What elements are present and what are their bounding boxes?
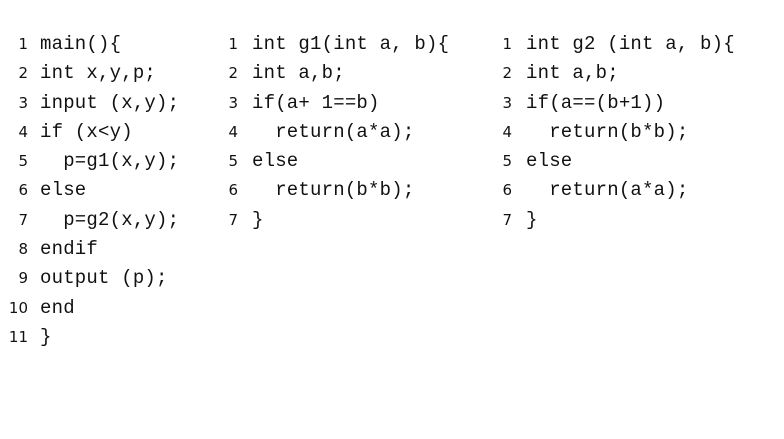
g1-function-listing: 1 int g1(int a, b){ 2 int a,b; 3 if(a+ 1==b… bbox=[228, 30, 449, 235]
code-text: output (p); bbox=[40, 267, 168, 290]
line-number: 11 bbox=[8, 327, 28, 346]
line-number: 6 bbox=[502, 181, 512, 200]
code-text: else bbox=[40, 179, 87, 202]
code-line: 4 return(a*a); bbox=[228, 118, 449, 147]
code-text: p=g1(x,y); bbox=[40, 150, 180, 173]
code-line: 7 p=g2(x,y); bbox=[6, 206, 179, 235]
code-line: 8 endif bbox=[6, 235, 179, 264]
code-line: 6 return(b*b); bbox=[228, 176, 449, 205]
line-number: 4 bbox=[228, 122, 238, 141]
code-text: input (x,y); bbox=[40, 91, 180, 114]
line-number: 7 bbox=[18, 210, 28, 229]
line-number: 2 bbox=[18, 64, 28, 83]
line-number: 3 bbox=[18, 93, 28, 112]
line-number: 9 bbox=[18, 269, 28, 288]
code-line: 5 else bbox=[228, 147, 449, 176]
code-text: int a,b; bbox=[252, 62, 345, 85]
code-text: int g2 (int a, b){ bbox=[526, 33, 735, 55]
code-text: return(a*a); bbox=[526, 179, 689, 202]
code-text: return(b*b); bbox=[252, 179, 415, 202]
code-text: } bbox=[526, 208, 538, 231]
code-line: 1 main(){ bbox=[6, 30, 179, 59]
line-number: 1 bbox=[18, 35, 28, 53]
line-number: 7 bbox=[502, 210, 512, 229]
line-number: 3 bbox=[502, 93, 512, 112]
code-line: 7} bbox=[228, 206, 449, 235]
code-text: else bbox=[252, 150, 299, 173]
main-program-listing: 1 main(){ 2 int x,y,p; 3 input (x,y); 4 if (… bbox=[6, 30, 179, 352]
code-line: 1 int g2 (int a, b){ bbox=[502, 30, 735, 59]
line-number: 5 bbox=[228, 152, 238, 171]
code-text: int g1(int a, b){ bbox=[252, 33, 450, 55]
code-text: } bbox=[252, 208, 264, 231]
line-number: 4 bbox=[502, 122, 512, 141]
code-line: 3 if(a==(b+1)) bbox=[502, 89, 735, 118]
code-line: 11} bbox=[6, 323, 179, 352]
line-number: 6 bbox=[18, 181, 28, 200]
line-number: 6 bbox=[228, 181, 238, 200]
line-number: 3 bbox=[228, 93, 238, 112]
code-line: 6 else bbox=[6, 176, 179, 205]
code-text: p=g2(x,y); bbox=[40, 208, 180, 231]
line-number: 2 bbox=[228, 64, 238, 83]
line-number: 5 bbox=[502, 152, 512, 171]
code-line: 2 int a,b; bbox=[502, 59, 735, 88]
code-text: if (x<y) bbox=[40, 120, 133, 143]
code-text: int a,b; bbox=[526, 62, 619, 85]
code-line: 5 else bbox=[502, 147, 735, 176]
code-text: return(a*a); bbox=[252, 120, 415, 143]
line-number: 10 bbox=[8, 298, 28, 317]
line-number: 8 bbox=[18, 240, 28, 259]
code-line: 1 int g1(int a, b){ bbox=[228, 30, 449, 59]
code-text: } bbox=[40, 325, 52, 348]
code-text: return(b*b); bbox=[526, 120, 689, 143]
g2-function-listing: 1 int g2 (int a, b){ 2 int a,b; 3 if(a==(b+… bbox=[502, 30, 735, 235]
code-text: else bbox=[526, 150, 573, 173]
code-line: 4 if (x<y) bbox=[6, 118, 179, 147]
code-line: 5 p=g1(x,y); bbox=[6, 147, 179, 176]
line-number: 1 bbox=[502, 35, 512, 53]
code-line: 9 output (p); bbox=[6, 264, 179, 293]
code-line: 2 int x,y,p; bbox=[6, 59, 179, 88]
code-line: 3 if(a+ 1==b) bbox=[228, 89, 449, 118]
code-line: 6 return(a*a); bbox=[502, 176, 735, 205]
code-text: if(a==(b+1)) bbox=[526, 91, 666, 114]
code-line: 2 int a,b; bbox=[228, 59, 449, 88]
code-text: end bbox=[40, 296, 75, 319]
code-text: main(){ bbox=[40, 33, 122, 55]
code-text: if(a+ 1==b) bbox=[252, 91, 380, 114]
line-number: 5 bbox=[18, 152, 28, 171]
code-text: int x,y,p; bbox=[40, 62, 157, 85]
code-line: 4 return(b*b); bbox=[502, 118, 735, 147]
line-number: 4 bbox=[18, 122, 28, 141]
code-line: 10 end bbox=[6, 294, 179, 323]
line-number: 1 bbox=[228, 35, 238, 53]
line-number: 2 bbox=[502, 64, 512, 83]
code-line: 3 input (x,y); bbox=[6, 89, 179, 118]
code-line: 7} bbox=[502, 206, 735, 235]
code-text: endif bbox=[40, 238, 99, 261]
line-number: 7 bbox=[228, 210, 238, 229]
